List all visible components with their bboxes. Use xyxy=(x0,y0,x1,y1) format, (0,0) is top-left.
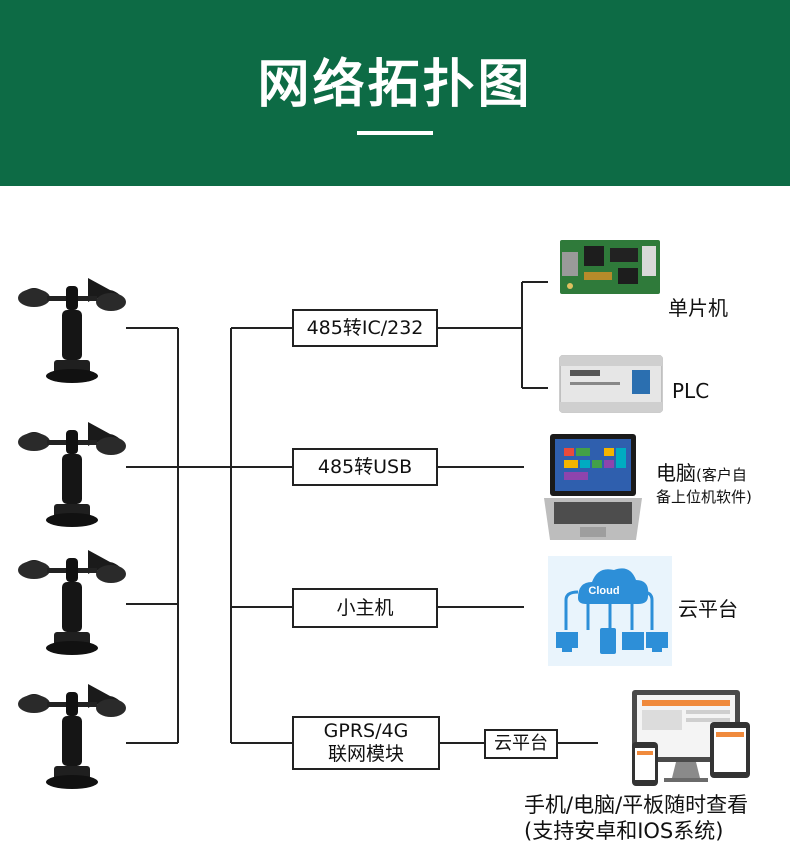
pc-label-group: 电脑(客户自 备上位机软件) xyxy=(656,462,752,506)
header-banner: 网络拓扑图 xyxy=(0,0,790,186)
mcu-label: 单片机 xyxy=(668,296,728,320)
multi-device-icon xyxy=(632,690,750,786)
mobile-caption-line2: (支持安卓和IOS系统) xyxy=(524,819,724,844)
converter-usb-box: 485转USB xyxy=(292,448,438,486)
network-module-label: 联网模块 xyxy=(327,743,404,765)
gprs-module-box: GPRS/4G 联网模块 xyxy=(292,716,440,770)
plc-label: PLC xyxy=(672,379,710,403)
mobile-caption-line1: 手机/电脑/平板随时查看 xyxy=(524,793,749,817)
plc-icon xyxy=(559,355,663,413)
anemometer-icon xyxy=(18,278,126,383)
converter-232-box: 485转IC/232 xyxy=(292,309,438,347)
page-title: 网络拓扑图 xyxy=(257,55,533,115)
mobile-caption: 手机/电脑/平板随时查看 (支持安卓和IOS系统) xyxy=(524,792,748,845)
title-underline xyxy=(357,131,433,135)
anemometer-icon xyxy=(18,422,126,527)
pc-note-line2: 备上位机软件) xyxy=(656,488,752,506)
pc-label: 电脑 xyxy=(656,461,696,485)
cloud-network-icon: Cloud xyxy=(548,556,672,666)
anemometer-icon xyxy=(18,684,126,789)
laptop-icon xyxy=(544,434,642,540)
gprs-label: GPRS/4G xyxy=(323,720,409,743)
cloud-icon-text: Cloud xyxy=(588,585,619,597)
host-box: 小主机 xyxy=(292,588,438,628)
circuit-board-icon xyxy=(560,240,660,294)
cloud-label: 云平台 xyxy=(678,597,738,621)
cloud-link-box: 云平台 xyxy=(484,729,558,759)
pc-note-line1: (客户自 xyxy=(696,466,747,484)
cloud-platform-graphic: Cloud xyxy=(548,556,672,666)
anemometer-icon xyxy=(18,550,126,655)
